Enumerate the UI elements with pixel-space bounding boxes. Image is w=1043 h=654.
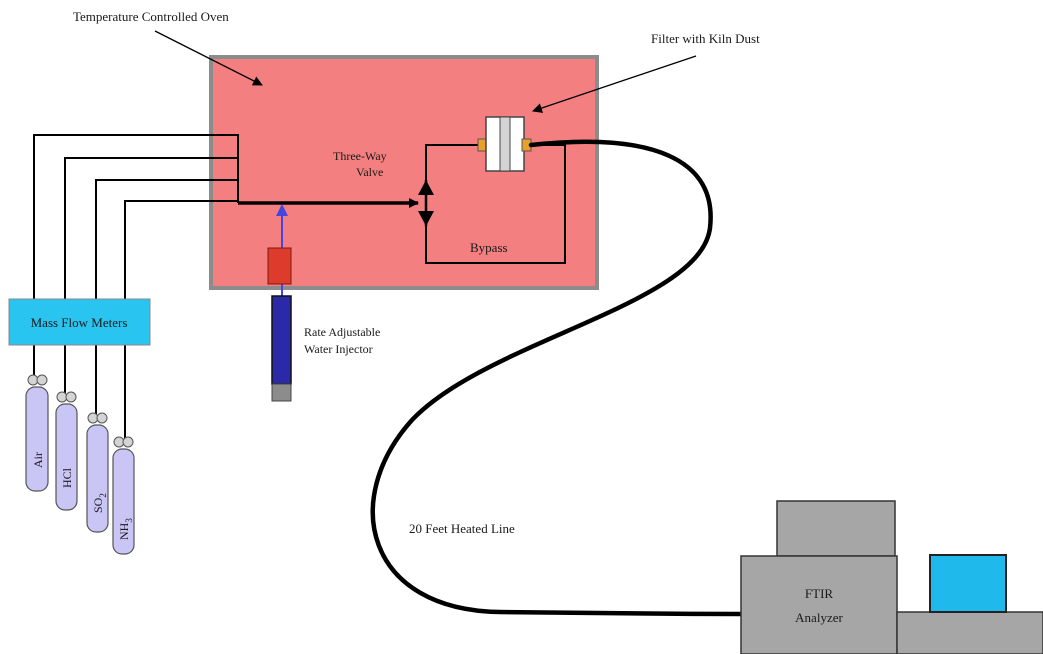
- injector-label-line2: Water Injector: [304, 342, 373, 356]
- ftir-main-unit: [740, 555, 898, 654]
- cylinder-nh3-label: NH3: [117, 518, 134, 540]
- water-arrowhead: [276, 204, 288, 216]
- cylinder-nh3: NH3: [112, 436, 135, 555]
- cylinder-air: Air: [25, 374, 49, 492]
- water-injector: [267, 247, 292, 402]
- filter-pointer-arrow: [532, 55, 697, 113]
- ftir-analyzer: [740, 500, 1043, 654]
- ftir-label-line2: Analyzer: [795, 610, 843, 625]
- mass-flow-meters-label: Mass Flow Meters: [31, 315, 128, 330]
- ftir-label-line1: FTIR: [805, 586, 834, 601]
- cylinder-hcl: HCl: [55, 391, 78, 511]
- oven-label: Temperature Controlled Oven: [73, 9, 229, 24]
- oven-pointer-arrow: [154, 30, 263, 86]
- cylinder-air-label: Air: [31, 452, 45, 468]
- valve-to-filter-line: [425, 144, 478, 180]
- ftir-top-unit: [776, 500, 896, 557]
- cylinder-so2-label: SO2: [91, 493, 108, 513]
- heated-line-label: 20 Feet Heated Line: [409, 521, 515, 536]
- filter-with-kiln-dust: [477, 116, 532, 172]
- mass-flow-meters-box: [8, 298, 151, 346]
- injector-plunger: [271, 383, 292, 402]
- three-way-valve: [418, 180, 434, 226]
- bench-base: [896, 611, 1043, 654]
- cylinder-so2: SO2: [86, 412, 109, 533]
- heated-transfer-line: [370, 139, 743, 617]
- valve-label-line2: Valve: [356, 165, 383, 179]
- filter-label: Filter with Kiln Dust: [651, 31, 760, 46]
- valve-label-line1: Three-Way: [333, 149, 387, 163]
- gas-line-nh3: [124, 200, 238, 440]
- gas-line-air: [33, 134, 239, 375]
- injector-cap: [267, 247, 292, 285]
- computer-monitor: [929, 554, 1007, 613]
- injector-label-line1: Rate Adjustable: [304, 325, 380, 339]
- bypass-label: Bypass: [470, 240, 508, 255]
- injector-body: [271, 295, 292, 385]
- cylinder-hcl-label: HCl: [60, 467, 74, 488]
